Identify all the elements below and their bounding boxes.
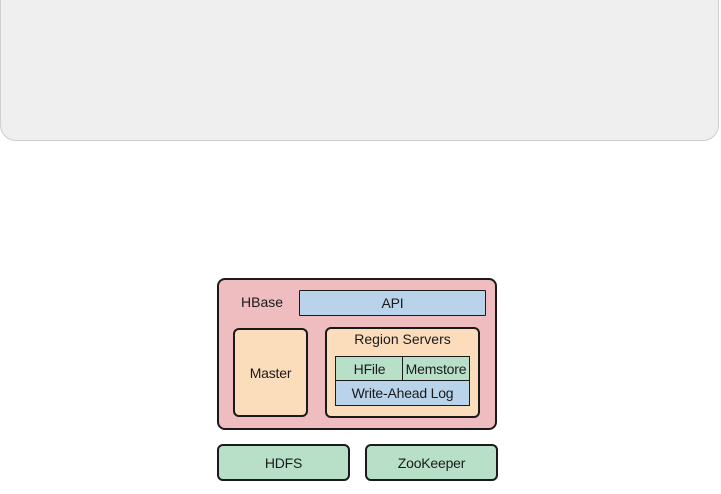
hbase-label: HBase xyxy=(241,294,284,310)
region-servers-label: Region Servers xyxy=(354,331,451,347)
master-box: Master xyxy=(233,328,308,417)
api-box: API xyxy=(299,290,486,316)
memstore-box: Memstore xyxy=(402,356,470,382)
hdfs-box: HDFS xyxy=(217,444,350,481)
zookeeper-box: ZooKeeper xyxy=(365,444,498,481)
top-panel xyxy=(0,0,719,141)
write-ahead-log-box: Write-Ahead Log xyxy=(335,380,470,406)
hfile-box: HFile xyxy=(335,356,404,382)
